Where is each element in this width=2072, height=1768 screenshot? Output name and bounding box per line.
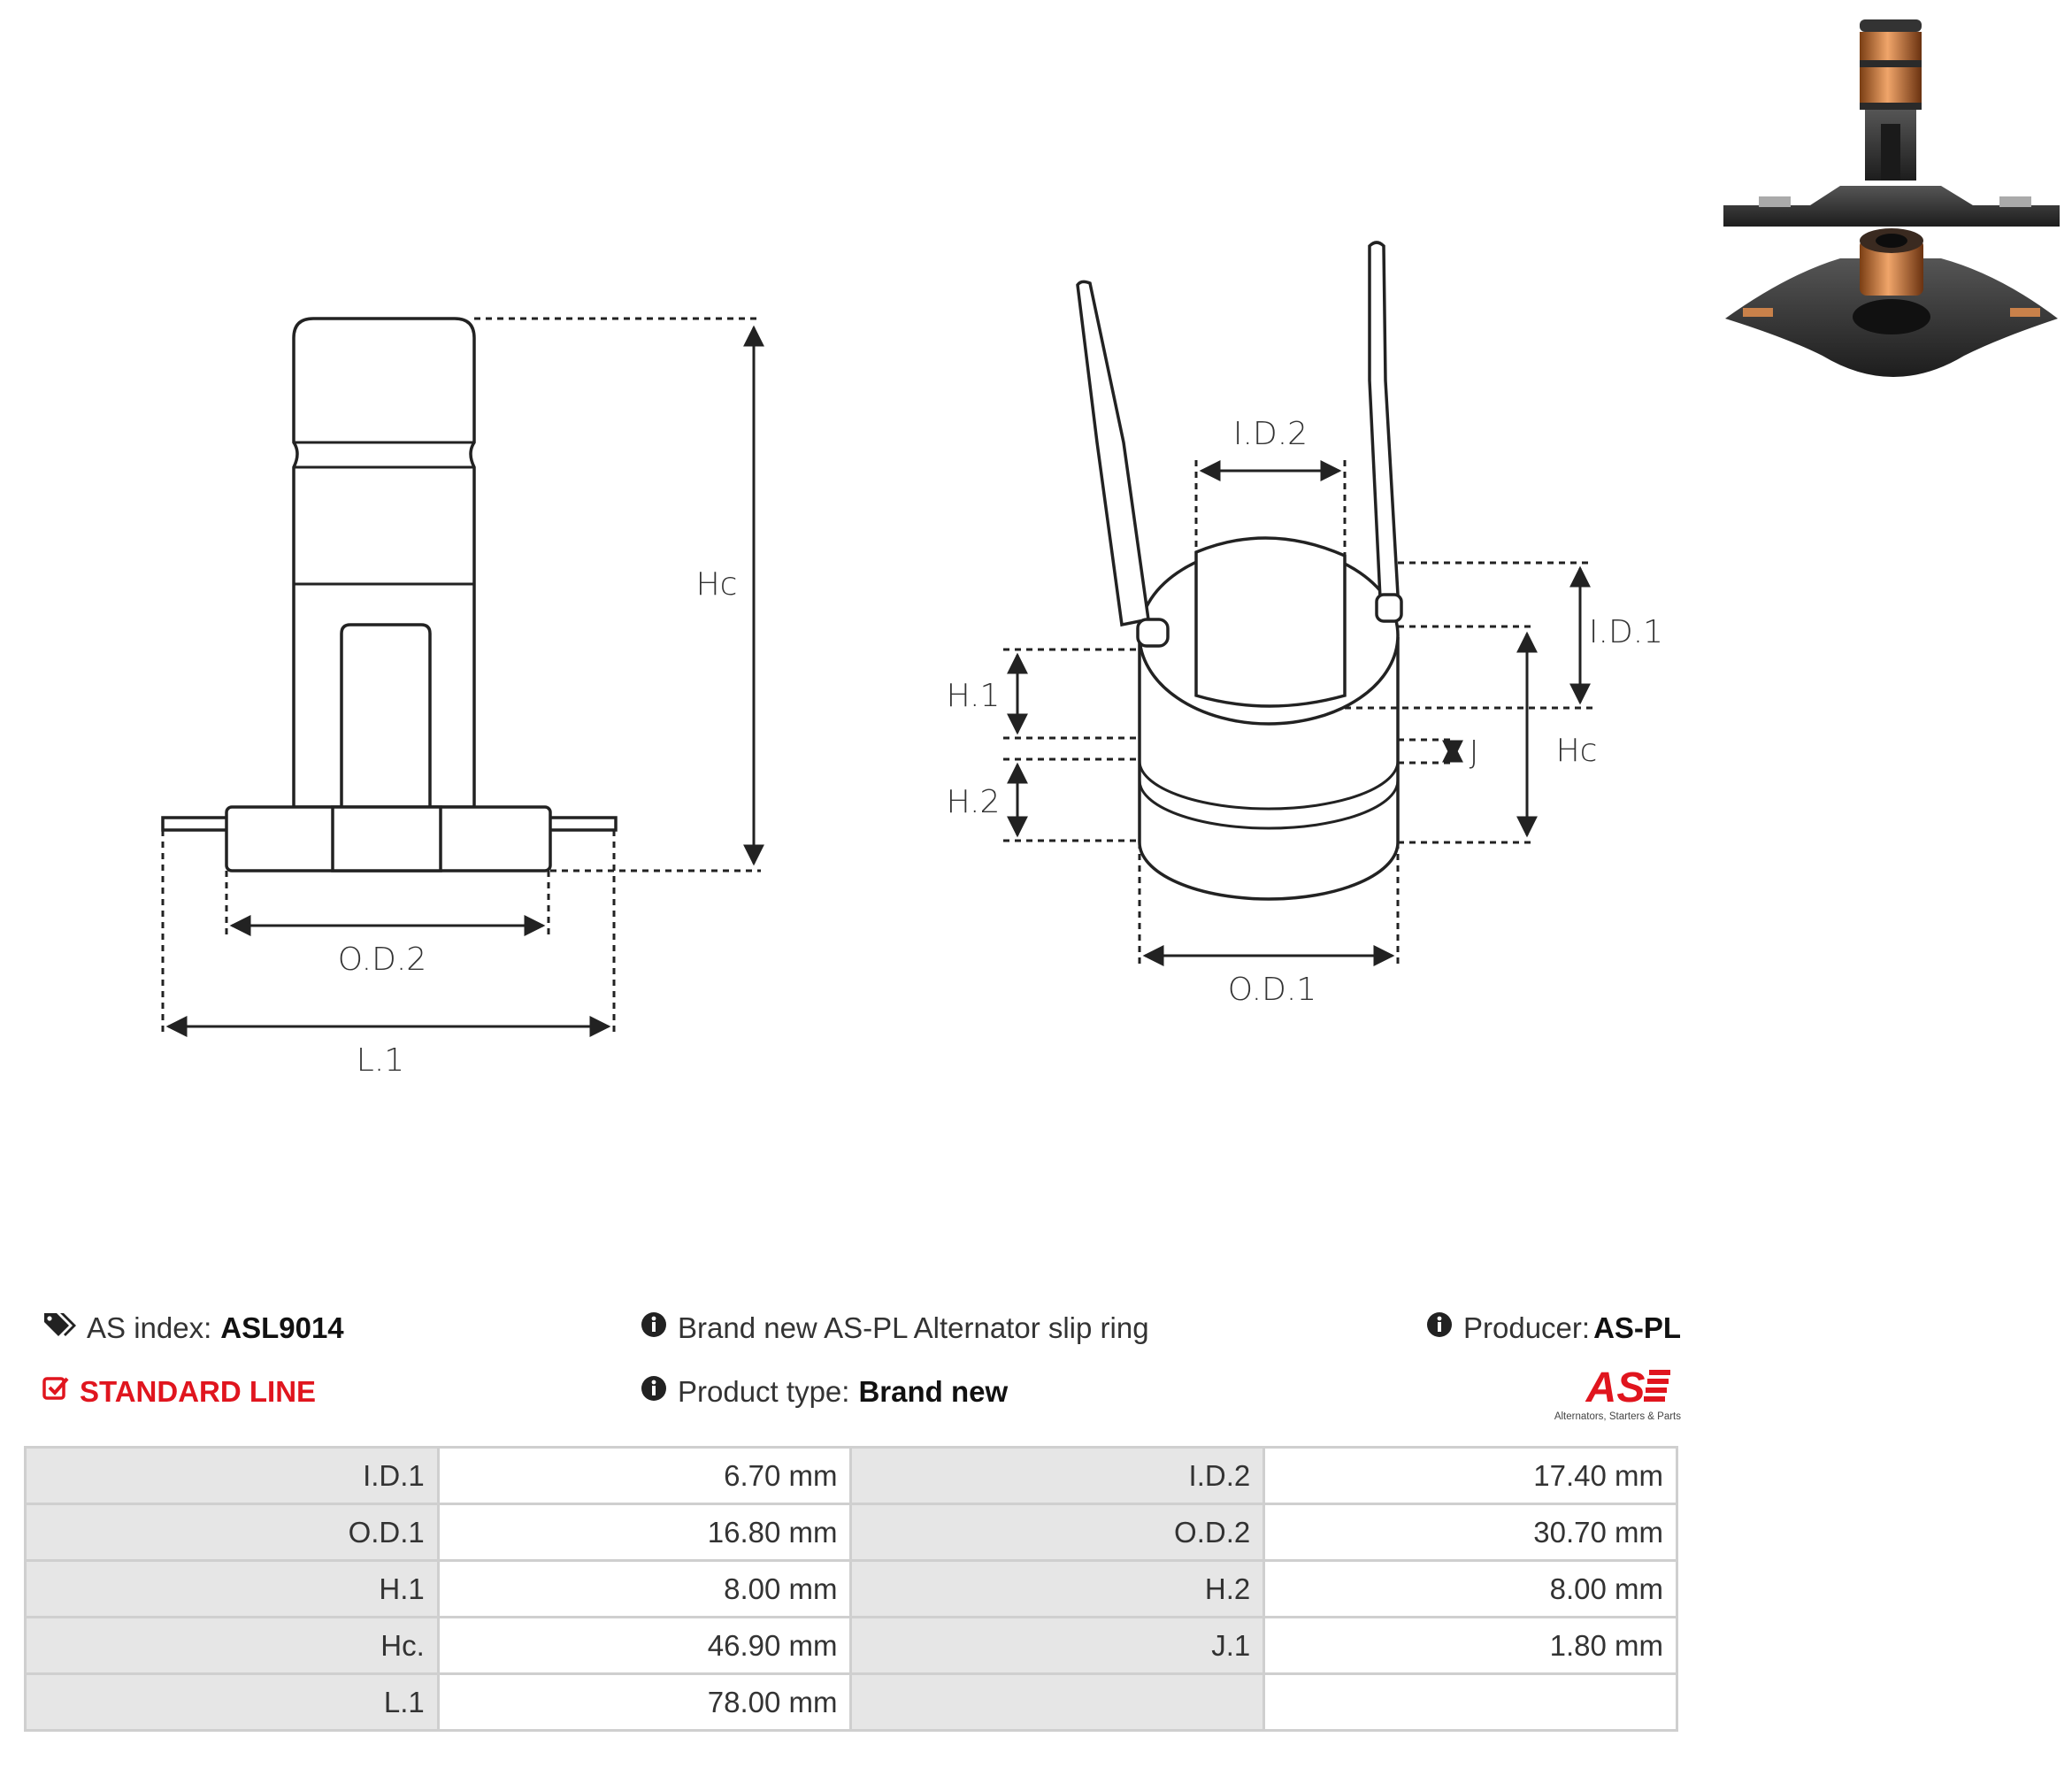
hc-label-left: Hc bbox=[696, 566, 738, 603]
ring-separator bbox=[1138, 760, 1400, 811]
technical-drawing: Hc O.D.2 L.1 I.D.2 I.D.1 bbox=[161, 241, 1663, 1079]
spec-key: H.2 bbox=[849, 1559, 1266, 1618]
spec-value: 8.00 mm bbox=[436, 1559, 853, 1618]
spec-value: 16.80 mm bbox=[436, 1503, 853, 1562]
info-circle-icon bbox=[641, 1311, 667, 1345]
j-label: J bbox=[1470, 734, 1479, 771]
lead-wire-right bbox=[1368, 241, 1400, 601]
spec-value: 30.70 mm bbox=[1262, 1503, 1678, 1562]
perspective-view: I.D.2 I.D.1 Hc J H.1 H.2 O.D.1 bbox=[947, 241, 1663, 1008]
spec-key: I.D.1 bbox=[24, 1446, 440, 1505]
producer-label: Producer: bbox=[1463, 1311, 1591, 1344]
photo-side-view bbox=[1723, 19, 2060, 227]
photo-top-view bbox=[1725, 228, 2058, 377]
spec-value: 1.80 mm bbox=[1262, 1616, 1678, 1675]
as-index-row: AS index: ASL9014 bbox=[42, 1311, 344, 1345]
standard-line-label: STANDARD LINE bbox=[80, 1375, 317, 1408]
flange-hub bbox=[331, 805, 442, 872]
spec-key: J.1 bbox=[849, 1616, 1266, 1675]
spec-key: L.1 bbox=[24, 1672, 440, 1732]
ring-inner-bore bbox=[1194, 536, 1347, 708]
id2-label: I.D.2 bbox=[1233, 416, 1308, 452]
lead-wire-left-tip bbox=[1136, 618, 1170, 648]
producer-row: Producer: AS-PL bbox=[1426, 1311, 1681, 1345]
spec-key: O.D.2 bbox=[849, 1503, 1266, 1562]
description-row: Brand new AS-PL Alternator slip ring bbox=[641, 1311, 1149, 1345]
flange-left-wing bbox=[161, 816, 232, 832]
hc-label-right: Hc bbox=[1556, 733, 1598, 769]
l1-label: L.1 bbox=[357, 1042, 404, 1079]
shaft-slot bbox=[340, 623, 432, 807]
product-type-value: Brand new bbox=[858, 1375, 1009, 1408]
product-type-row: Product type: Brand new bbox=[641, 1375, 1008, 1409]
spec-value: 78.00 mm bbox=[436, 1672, 853, 1732]
side-view: Hc O.D.2 L.1 bbox=[161, 317, 764, 1079]
tags-icon bbox=[42, 1311, 76, 1345]
spec-value: 6.70 mm bbox=[436, 1446, 853, 1505]
spec-value: 8.00 mm bbox=[1262, 1559, 1678, 1618]
spec-key: I.D.2 bbox=[849, 1446, 1266, 1505]
flange-right-wing bbox=[547, 816, 618, 832]
ring-separator bbox=[1138, 780, 1400, 830]
spec-value: 46.90 mm bbox=[436, 1616, 853, 1675]
logo-mark: AS bbox=[1585, 1364, 1646, 1411]
as-index-label: AS index: bbox=[87, 1311, 212, 1344]
spec-key: H.1 bbox=[24, 1559, 440, 1618]
as-pl-logo: AS Alternators, Starters & Parts bbox=[1554, 1364, 1681, 1422]
spec-key bbox=[849, 1672, 1266, 1732]
spec-key: O.D.1 bbox=[24, 1503, 440, 1562]
standard-line-row: STANDARD LINE bbox=[42, 1375, 316, 1409]
info-circle-icon bbox=[641, 1375, 667, 1409]
spec-value: 17.40 mm bbox=[1262, 1446, 1678, 1505]
product-photo bbox=[1723, 19, 2060, 377]
od1-label: O.D.1 bbox=[1228, 972, 1316, 1008]
check-square-icon bbox=[42, 1375, 69, 1409]
producer-value: AS-PL bbox=[1593, 1311, 1682, 1344]
spec-value bbox=[1262, 1672, 1678, 1732]
as-index-value: ASL9014 bbox=[220, 1311, 344, 1344]
id1-label: I.D.1 bbox=[1589, 614, 1663, 650]
h1-label: H.1 bbox=[947, 678, 1001, 714]
lead-wire-right-tip bbox=[1375, 593, 1403, 623]
od2-label: O.D.2 bbox=[338, 942, 426, 978]
h2-label: H.2 bbox=[947, 784, 1001, 820]
lead-wire-left bbox=[1076, 280, 1150, 627]
description-text: Brand new AS-PL Alternator slip ring bbox=[678, 1311, 1149, 1344]
product-type-label: Product type: bbox=[678, 1375, 850, 1408]
logo-tagline: Alternators, Starters & Parts bbox=[1554, 1411, 1681, 1422]
spec-key: Hc. bbox=[24, 1616, 440, 1675]
info-circle-icon bbox=[1426, 1311, 1453, 1345]
